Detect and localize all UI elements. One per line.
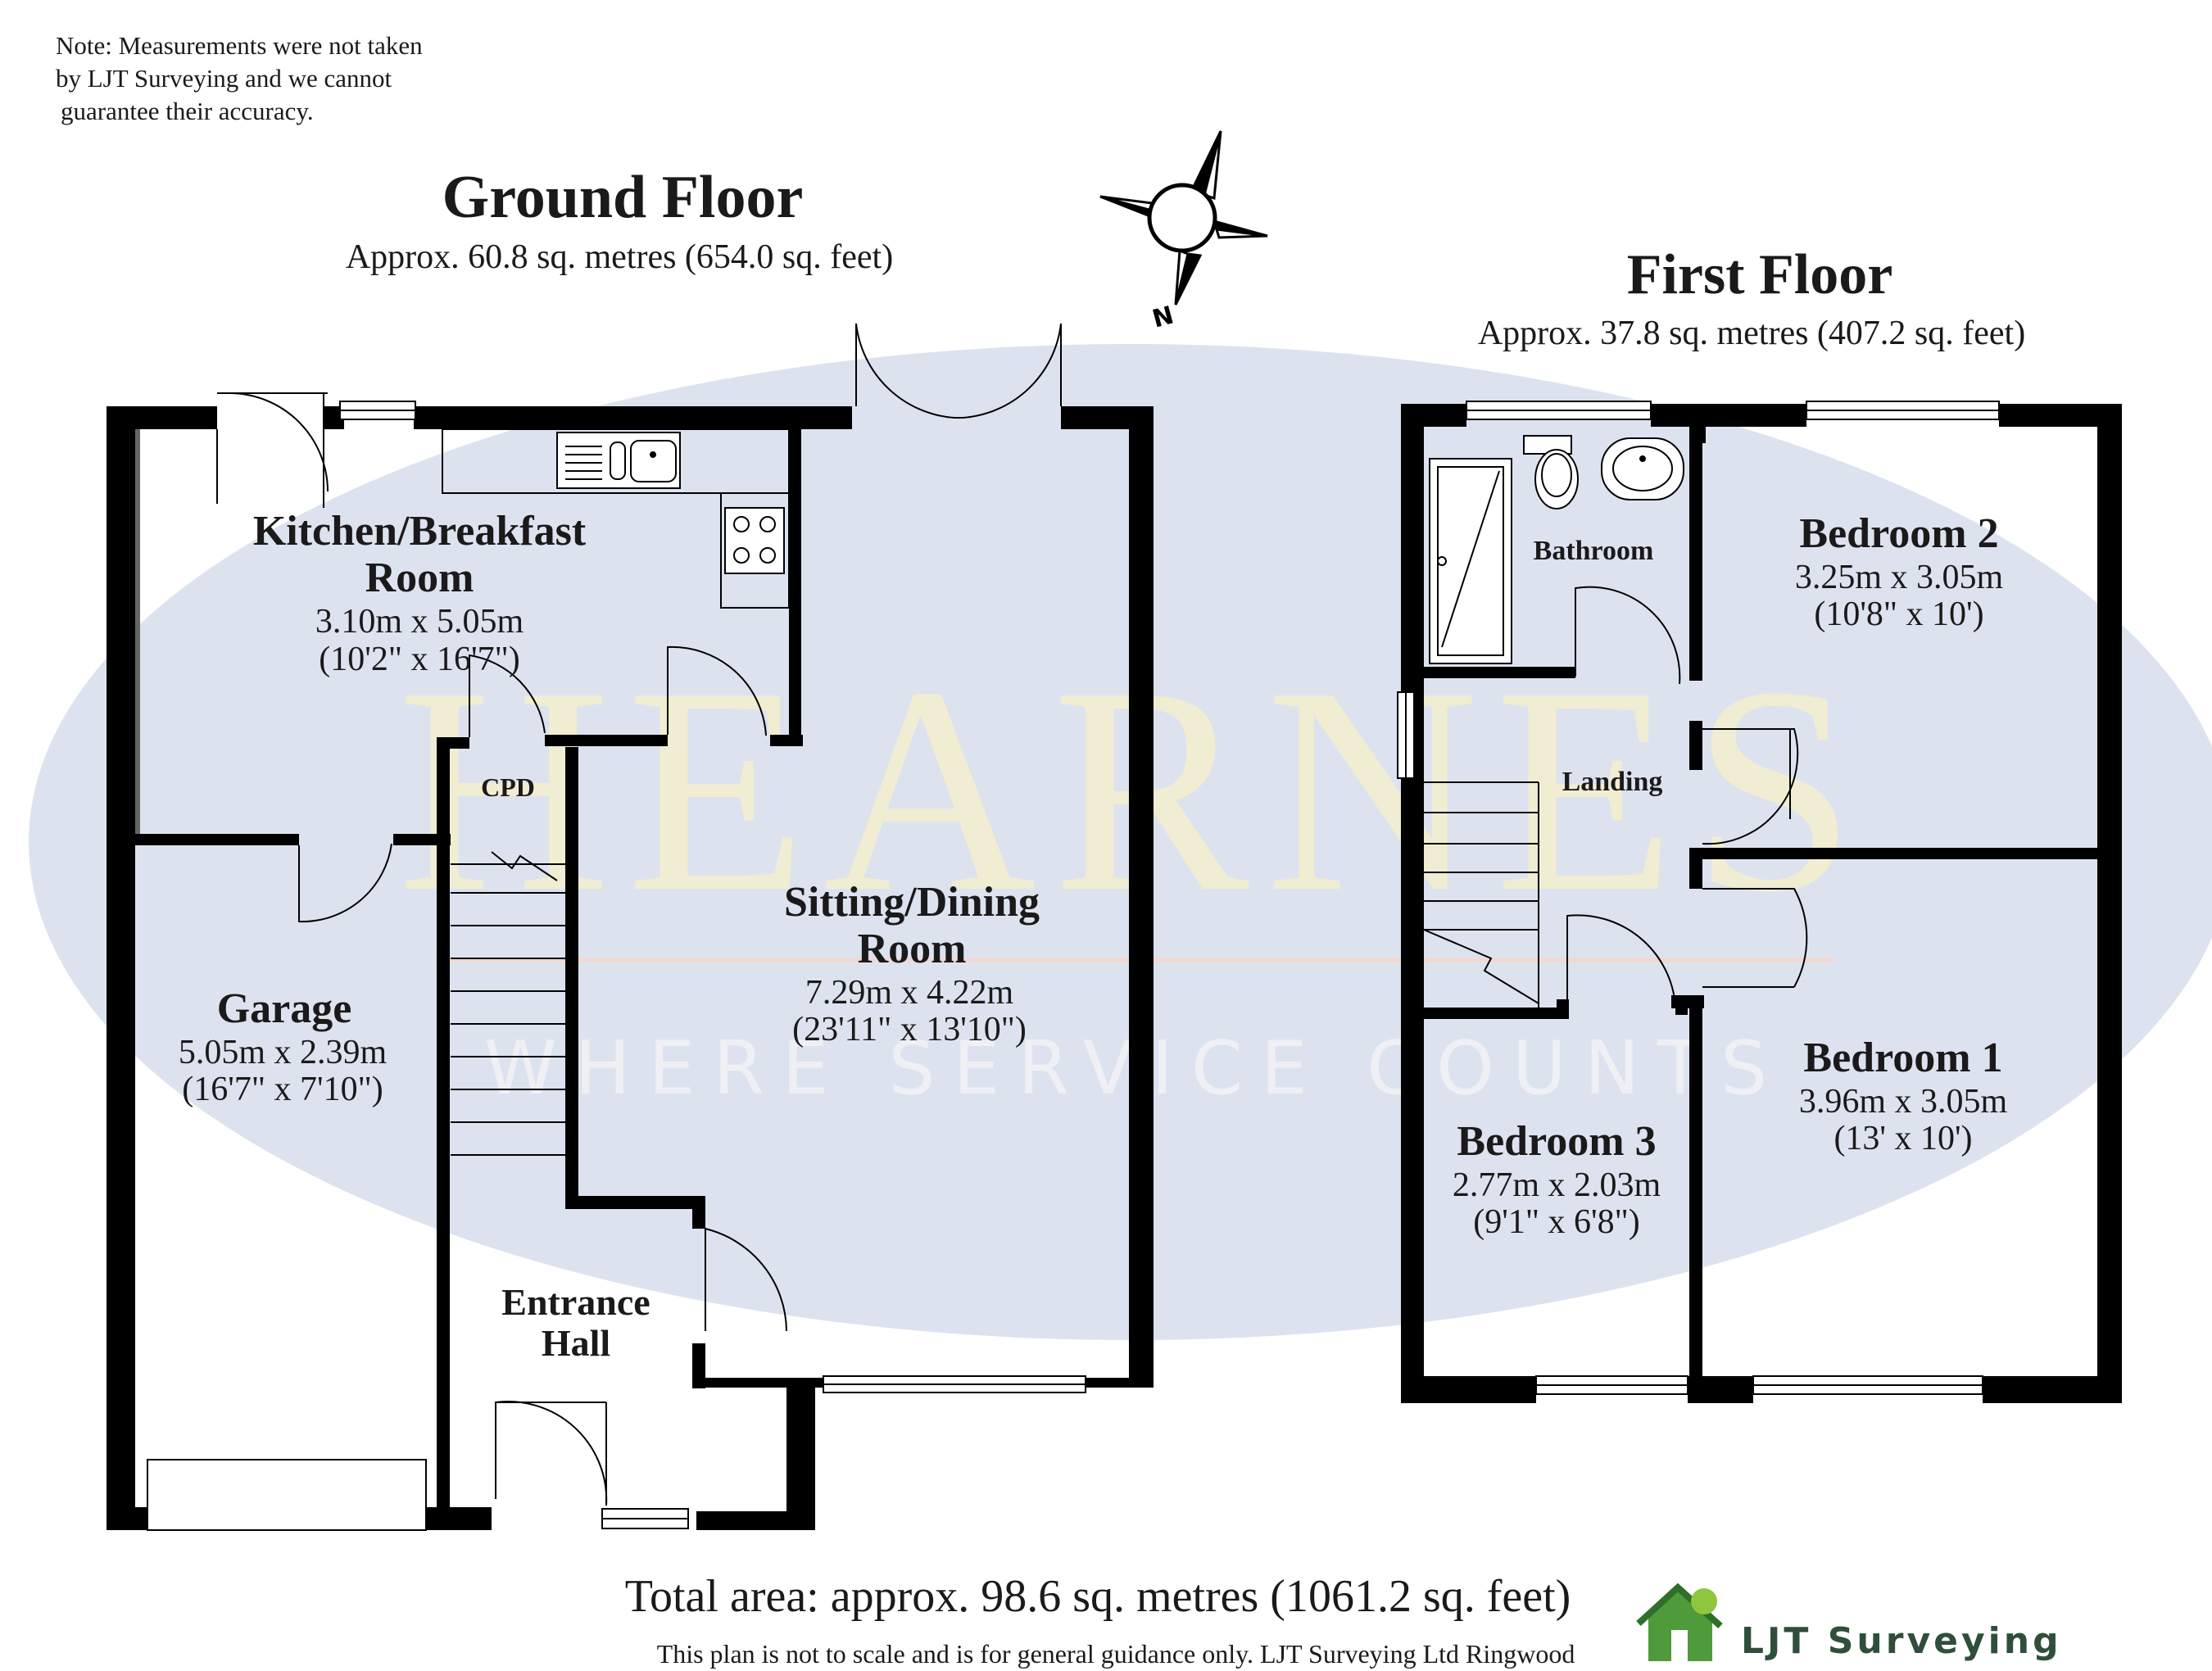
garage-imperial: (16'7" x 7'10")	[182, 1071, 383, 1108]
first-floor-windows	[1397, 401, 2000, 1395]
bedroom2-metric: 3.25m x 3.05m	[1795, 559, 2004, 596]
ground-floor-windows	[147, 401, 1086, 1531]
note-line-2: by LJT Surveying and we cannot	[56, 64, 392, 93]
kitchen-name-line-2: Room	[365, 555, 474, 601]
first-floor-stairs	[1423, 781, 1539, 1008]
note-line-1: Note: Measurements were not taken	[56, 31, 423, 60]
kitchen-imperial: (10'2" x 16'7")	[319, 641, 519, 678]
first-floor-walls	[1401, 404, 2122, 1403]
cpd-name: CPD	[481, 772, 535, 802]
ground-floor-plan: Kitchen/Breakfast Room 3.10m x 5.05m (10…	[107, 323, 1154, 1531]
ground-floor-stairs	[451, 851, 565, 1156]
measurement-note: Note: Measurements were not taken by LJT…	[56, 31, 423, 125]
first-floor-area: Approx. 37.8 sq. metres (407.2 sq. feet)	[1478, 315, 2025, 352]
ground-floor-labels: Kitchen/Breakfast Room 3.10m x 5.05m (10…	[179, 508, 1040, 1364]
first-floor-title: First Floor	[1627, 243, 1893, 306]
sitting-imperial: (23'11" x 13'10")	[792, 1011, 1027, 1048]
ground-floor-doors	[216, 323, 1062, 1506]
kitchen-name-line-1: Kitchen/Breakfast	[253, 508, 587, 555]
compass-north-label: N	[1149, 301, 1176, 333]
bedroom3-name: Bedroom 3	[1457, 1118, 1656, 1165]
ground-floor-area: Approx. 60.8 sq. metres (654.0 sq. feet)	[346, 238, 893, 276]
bathroom-fittings	[1429, 435, 1684, 664]
sitting-name-line-2: Room	[858, 926, 967, 972]
kitchen-metric: 3.10m x 5.05m	[315, 603, 524, 641]
bedroom1-imperial: (13' x 10')	[1834, 1120, 1972, 1157]
watermark-brand: HEARNES	[397, 626, 1872, 953]
ground-floor-walls	[107, 406, 1154, 1530]
bedroom2-name: Bedroom 2	[1799, 510, 1998, 557]
sitting-metric: 7.29m x 4.22m	[805, 974, 1014, 1012]
disclaimer: This plan is not to scale and is for gen…	[657, 1639, 1575, 1669]
garage-metric: 5.05m x 2.39m	[179, 1034, 388, 1071]
kitchen-fittings	[442, 428, 790, 609]
hall-name-line-1: Entrance	[501, 1281, 650, 1323]
bedroom1-name: Bedroom 1	[1803, 1035, 2002, 1081]
compass: N	[1099, 130, 1268, 334]
first-floor-doors	[1566, 586, 1808, 1008]
note-line-3: guarantee their accuracy.	[61, 97, 314, 125]
bedroom3-imperial: (9'1" x 6'8")	[1473, 1203, 1639, 1241]
sitting-name-line-1: Sitting/Dining	[784, 879, 1040, 926]
ljt-logo: LJT Surveying	[1636, 1583, 2062, 1662]
total-area: Total area: approx. 98.6 sq. metres (106…	[625, 1571, 1571, 1622]
bedroom1-metric: 3.96m x 3.05m	[1799, 1083, 2008, 1121]
garage-name: Garage	[217, 985, 352, 1032]
first-floor-labels: Bathroom Bedroom 2 3.25m x 3.05m (10'8" …	[1453, 510, 2008, 1241]
bedroom3-metric: 2.77m x 2.03m	[1453, 1166, 1661, 1204]
bedroom2-imperial: (10'8" x 10')	[1814, 595, 1983, 633]
logo-text: LJT Surveying	[1741, 1620, 2062, 1662]
watermark: HEARNES WHERE SERVICE COUNTS	[29, 344, 2212, 1340]
watermark-tagline: WHERE SERVICE COUNTS	[484, 1026, 1786, 1112]
landing-name: Landing	[1562, 767, 1663, 797]
ground-floor-title: Ground Floor	[442, 164, 804, 231]
first-floor-plan: Bathroom Bedroom 2 3.25m x 3.05m (10'8" …	[1397, 401, 2122, 1403]
bathroom-name: Bathroom	[1534, 536, 1654, 566]
hall-name-line-2: Hall	[542, 1322, 610, 1364]
